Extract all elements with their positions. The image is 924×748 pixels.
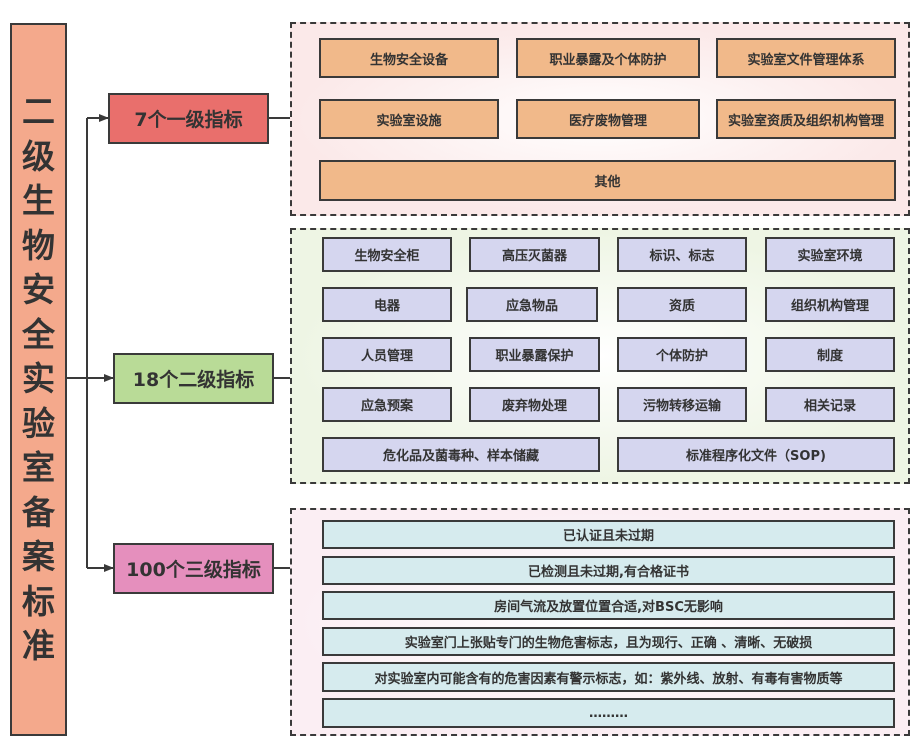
level3-indicator-box: 100个三级指标 [113,543,274,594]
level2-item: 制度 [765,337,895,372]
level1-item: 其他 [319,160,896,201]
level2-item: 危化品及菌毒种、样本储藏 [322,437,600,472]
level2-item: 资质 [617,287,747,322]
title-char: 级 [22,136,55,176]
level2-indicator-box: 18个二级指标 [113,353,274,404]
level3-item: 实验室门上张贴专门的生物危害标志，且为现行、正确 、清晰、无破损 [322,627,895,656]
level2-item: 电器 [322,287,452,322]
title-char: 二 [22,92,55,132]
level1-item: 实验室资质及组织机构管理 [716,99,896,139]
level2-item: 职业暴露保护 [469,337,600,372]
main-title-box: 二级生物安全实验室备案标准 [10,23,67,736]
title-char: 生 [22,181,55,221]
title-char: 室 [22,448,55,488]
level1-item: 实验室文件管理体系 [716,38,896,78]
level3-item: 房间气流及放置位置合适,对BSC无影响 [322,591,895,620]
level1-item: 实验室设施 [319,99,499,139]
level2-item: 污物转移运输 [617,387,747,422]
level3-item: 已认证且未过期 [322,520,895,549]
title-char: 准 [22,626,55,666]
level1-item: 医疗废物管理 [516,99,700,139]
level2-item: 组织机构管理 [765,287,895,322]
level2-item: 标准程序化文件（SOP) [617,437,895,472]
title-char: 实 [22,359,55,399]
level2-item: 生物安全柜 [322,237,452,272]
title-char: 案 [22,537,55,577]
title-char: 标 [22,581,55,621]
level2-item: 标识、标志 [617,237,747,272]
level2-item: 相关记录 [765,387,895,422]
title-char: 物 [22,225,55,265]
title-char: 安 [22,270,55,310]
level1-item: 生物安全设备 [319,38,499,78]
level2-item: 应急物品 [466,287,598,322]
title-char: 备 [22,492,55,532]
level2-item: 应急预案 [322,387,452,422]
level2-item: 废弃物处理 [469,387,600,422]
level3-item: 已检测且未过期,有合格证书 [322,556,895,585]
level1-item: 职业暴露及个体防护 [516,38,700,78]
level3-item: ……… [322,698,895,728]
level2-item: 高压灭菌器 [469,237,600,272]
level1-indicator-box: 7个一级指标 [108,93,269,144]
level2-item: 个体防护 [617,337,747,372]
title-char: 全 [22,314,55,354]
level2-item: 人员管理 [322,337,452,372]
level2-item: 实验室环境 [765,237,895,272]
level3-item: 对实验室内可能含有的危害因素有警示标志，如：紫外线、放射、有毒有害物质等 [322,662,895,692]
title-char: 验 [22,403,55,443]
